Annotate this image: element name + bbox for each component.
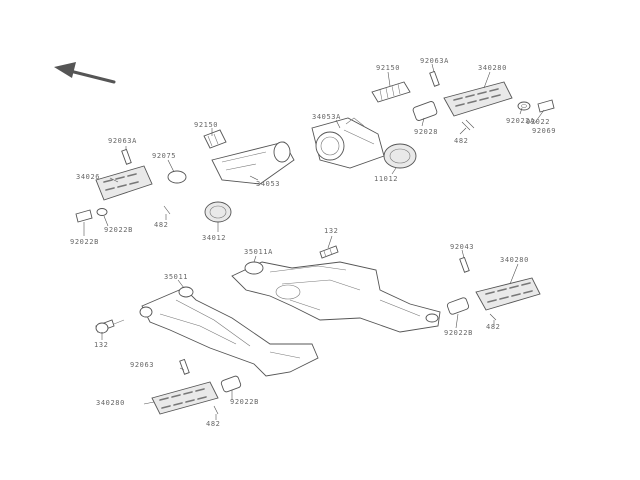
spring-92150-left [203, 129, 227, 149]
label-92022b: 92022B [444, 329, 473, 337]
label-482: 482 [486, 323, 500, 331]
part-labels: 92150 92063A 340280 34053A 92028 92150 9… [70, 57, 556, 428]
label-340280: 340280 [96, 399, 125, 407]
washer-92028 [412, 101, 438, 121]
label-11012: 11012 [374, 175, 398, 183]
cotter-pin-482-bottom [213, 405, 219, 415]
cover-92075 [167, 170, 187, 184]
label-92150: 92150 [376, 64, 400, 72]
label-35011a: 35011A [244, 248, 273, 256]
label-92022: 92022 [526, 118, 550, 126]
pin-92063a-left [121, 148, 132, 165]
footpeg-34026 [95, 165, 153, 201]
label-132: 132 [94, 341, 108, 349]
label-34012: 34012 [202, 234, 226, 242]
cotter-pin-482-left [163, 205, 171, 215]
bracket-35011 [139, 286, 319, 377]
label-92063: 92063 [130, 361, 154, 369]
label-340280: 340280 [500, 256, 529, 264]
pin-92063 [179, 358, 190, 375]
label-482: 482 [454, 137, 468, 145]
label-35011: 35011 [164, 273, 188, 281]
cotter-pin-482-upper [461, 119, 475, 131]
footpeg-340280-right [475, 277, 541, 311]
pin-92063a-upper [429, 70, 440, 87]
label-132: 132 [324, 227, 338, 235]
rubber-34012 [204, 201, 232, 223]
label-92150: 92150 [194, 121, 218, 129]
label-92028: 92028 [414, 128, 438, 136]
label-92022a: 92022A [506, 117, 535, 125]
clip-92069 [537, 99, 555, 113]
label-34053a: 34053A [312, 113, 341, 121]
label-34053: 34053 [256, 180, 280, 188]
label-92063a: 92063A [108, 137, 137, 145]
label-92063a: 92063A [420, 57, 449, 65]
label-92043: 92043 [450, 243, 474, 251]
front-direction-arrow-icon [54, 62, 116, 84]
cotter-pin-482-right [489, 313, 497, 321]
rubber-11012 [383, 143, 417, 169]
label-482: 482 [154, 221, 168, 229]
label-92075: 92075 [152, 152, 176, 160]
leader-lines [83, 63, 545, 420]
label-340280: 340280 [478, 64, 507, 72]
holder-34053a [311, 117, 385, 169]
washer-92022b-right [446, 297, 470, 315]
holder-34053 [211, 141, 295, 185]
washer-92022-upper [517, 101, 531, 111]
label-92022b: 92022B [104, 226, 133, 234]
bolt-132-left [95, 319, 125, 334]
label-92022b: 92022B [70, 238, 99, 246]
washer-92022b-left [96, 208, 108, 216]
bolt-132-top [319, 245, 339, 259]
pin-92043 [459, 256, 470, 273]
footpeg-340280-bottom [151, 381, 219, 415]
clip-92022b-left [75, 209, 93, 223]
spring-92150-upper [371, 81, 411, 103]
footpeg-340280-upper [443, 81, 513, 117]
label-92022b: 92022B [230, 398, 259, 406]
label-34026: 34026 [76, 173, 100, 181]
label-92069: 92069 [532, 127, 556, 135]
washer-92022b-bottom [220, 375, 242, 393]
bracket-35011a [231, 261, 441, 333]
label-482: 482 [206, 420, 220, 428]
